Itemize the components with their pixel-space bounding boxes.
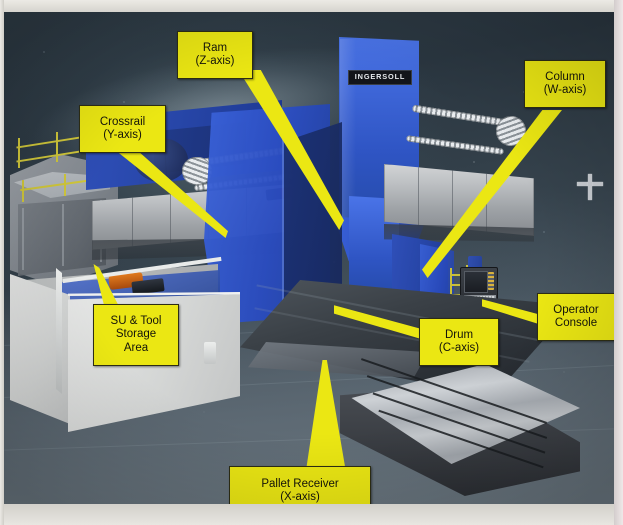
callout-drum[interactable]: Drum (C-axis)	[419, 318, 499, 366]
callout-console-line-1: Operator	[553, 303, 599, 316]
callout-console-line-2: Console	[554, 317, 598, 329]
callout-column-line-2: (W-axis)	[543, 84, 587, 96]
cable-carrier-chain-left-loop	[182, 157, 212, 185]
handrail-post-1	[18, 138, 20, 168]
callout-column-line-1: Column	[545, 70, 585, 83]
callout-ram-line-1: Ram	[202, 41, 228, 54]
crosshair-marker-icon	[577, 174, 603, 200]
callout-crossrail[interactable]: Crossrail (Y-axis)	[79, 105, 166, 153]
callout-crossrail-line-2: (Y-axis)	[103, 129, 142, 141]
callout-storage-line-2: Storage	[115, 328, 157, 341]
console-keypad[interactable]	[488, 272, 494, 290]
callout-pallet-line-2: (X-axis)	[280, 491, 320, 503]
callout-storage[interactable]: SU & Tool Storage Area	[93, 304, 179, 366]
crosshair-vertical-bar	[588, 174, 592, 200]
callout-storage-line-3: Area	[123, 341, 149, 354]
photo-edge-right	[614, 0, 623, 525]
storage-enclosure-divider-wall	[56, 268, 62, 394]
callout-column[interactable]: Column (W-axis)	[524, 60, 606, 108]
ingersoll-nameplate: INGERSOLL	[348, 70, 412, 85]
column-side-edge	[282, 124, 284, 314]
access-ladder-rung-2	[450, 284, 467, 286]
ram-tower-highlight	[340, 39, 356, 224]
access-ladder-rail-left	[450, 268, 452, 312]
storage-enclosure-top-edge	[68, 292, 240, 296]
ingersoll-nameplate-text: INGERSOLL	[354, 74, 406, 81]
machine-diagram-slide: INGERSOLL	[4, 12, 614, 504]
platform-frame-strut-2	[62, 204, 64, 266]
callout-ram[interactable]: Ram (Z-axis)	[177, 31, 253, 79]
callout-pallet-line-1: Pallet Receiver	[261, 477, 339, 490]
callout-operator-console[interactable]: Operator Console	[537, 293, 615, 341]
handrail-lower-post-1	[22, 180, 24, 202]
photo-edge-left	[0, 0, 4, 525]
callout-drum-line-2: (C-axis)	[438, 342, 480, 354]
storage-enclosure-door-handle	[204, 342, 216, 364]
platform-frame-strut-1	[22, 208, 24, 270]
console-display[interactable]	[464, 271, 488, 293]
handrail-post-2	[56, 132, 58, 162]
access-ladder-rung-1	[450, 274, 467, 276]
callout-storage-line-1: SU & Tool	[110, 314, 162, 327]
photo-edge-bottom	[0, 504, 623, 525]
photo-edge-top	[0, 0, 623, 12]
handrail-lower-post-2	[64, 174, 66, 196]
callout-ram-line-2: (Z-axis)	[195, 55, 235, 67]
platform-column-frame	[18, 198, 106, 276]
callout-crossrail-line-1: Crossrail	[99, 115, 146, 128]
callout-drum-line-1: Drum	[444, 328, 474, 341]
